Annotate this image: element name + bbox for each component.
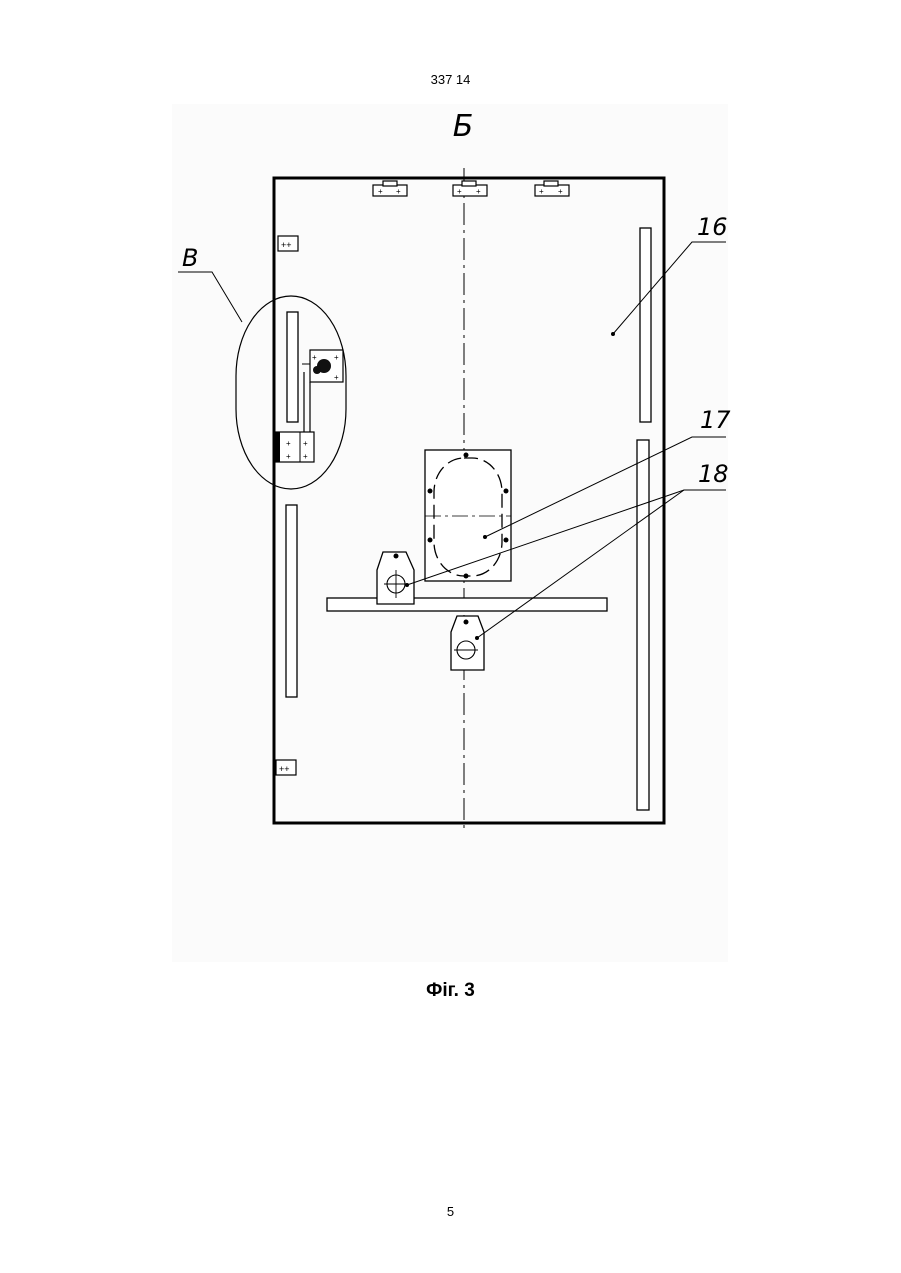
svg-text:+: + [539,187,544,196]
hinge-upper: ++ [278,236,298,251]
leader-dot-18a [405,583,409,587]
leader-dot-16 [611,332,615,336]
right-strip-lower [637,440,649,810]
left-strip-upper [287,312,298,422]
svg-text:++: ++ [281,240,292,250]
svg-text:++: ++ [279,764,290,774]
label-18: 18 [698,460,729,488]
svg-text:+: + [334,353,339,362]
svg-text:+: + [457,187,462,196]
leader-dot-17 [483,535,487,539]
svg-text:+: + [286,439,291,448]
detail-label: В [182,244,198,272]
support-bracket-lower [451,616,484,670]
svg-text:+: + [286,452,291,461]
svg-text:+: + [558,187,563,196]
svg-text:+: + [334,373,339,382]
left-strip-lower [286,505,297,697]
label-16: 16 [697,213,728,241]
svg-text:+: + [396,187,401,196]
support-bracket-left [377,552,414,604]
svg-text:+: + [378,187,383,196]
leader-dot-18b [475,636,479,640]
svg-text:+: + [303,452,308,461]
page-number: 5 [0,1204,901,1219]
crossbar [327,598,607,611]
mounting-plate [425,450,511,581]
svg-text:+: + [312,353,317,362]
view-label: Б [453,109,474,144]
svg-text:+: + [303,439,308,448]
label-17: 17 [700,406,731,434]
figure-caption: Фiг. 3 [0,980,901,1002]
hinge-lower: ++ [276,760,296,775]
svg-text:+: + [476,187,481,196]
right-strip-upper [640,228,651,422]
